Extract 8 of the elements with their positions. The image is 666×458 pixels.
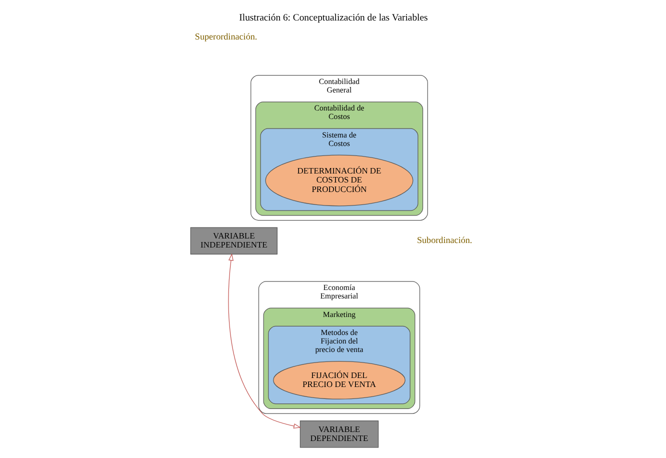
node-ellipse: DETERMINACIÓN DE COSTOS DE PRODUCCIÓN xyxy=(264,154,413,206)
arrow xyxy=(228,253,300,429)
label: Subordinación. xyxy=(416,234,472,245)
label: Superordinación. xyxy=(194,31,257,42)
node-box: VARIABLE DEPENDIENTE xyxy=(299,420,378,448)
node-box: VARIABLE INDEPENDIENTE xyxy=(190,227,277,254)
node-ellipse: FIJACIÓN DEL PRECIO DE VENTA xyxy=(272,360,405,400)
diagram-title: Ilustración 6: Conceptualización de las Variables xyxy=(238,12,428,24)
